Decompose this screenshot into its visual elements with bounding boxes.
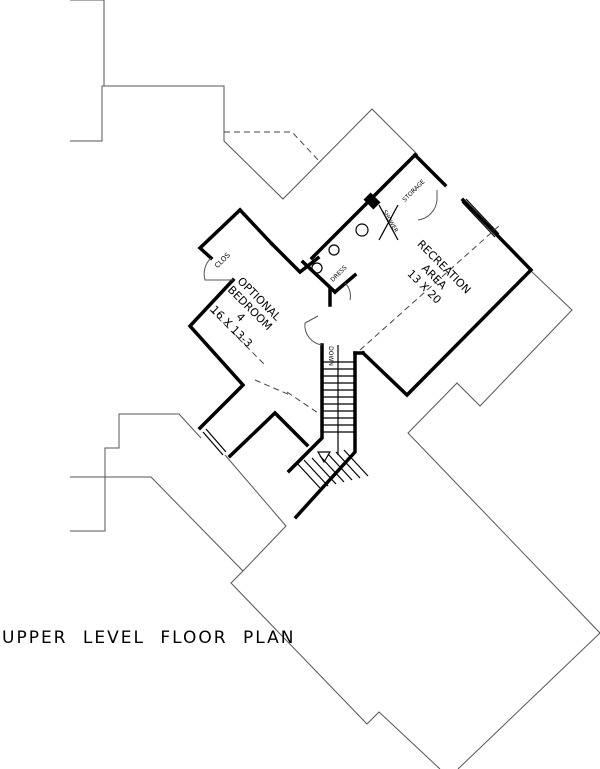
stair-tread <box>343 449 369 477</box>
roof-outline-left <box>70 413 287 572</box>
stair-tread <box>311 457 337 485</box>
stair-tread <box>327 453 353 481</box>
doors <box>203 190 438 346</box>
roof-outline-main <box>230 270 600 769</box>
stairs <box>295 345 369 489</box>
bedroom-label: OPTIONAL BEDROOM 4 16 X 13-3 <box>208 275 284 350</box>
stair-tread <box>319 455 345 483</box>
stairs-down-label: DOWN <box>327 346 334 366</box>
storage-label: STORAGE <box>401 178 426 203</box>
stair-tread <box>303 459 329 487</box>
dimension-lines <box>209 224 501 414</box>
plan-title: UPPER LEVEL FLOOR PLAN <box>2 628 296 648</box>
roof-outline-top <box>70 0 419 200</box>
stair-tread <box>335 451 361 479</box>
closet-label: CLOS <box>213 251 232 270</box>
recreation-label: RECREATION AREA 13 X 20 <box>405 238 474 307</box>
window <box>202 198 500 456</box>
stair-tread <box>295 461 321 489</box>
walls <box>187 152 534 520</box>
bath-fixtures <box>311 204 399 274</box>
